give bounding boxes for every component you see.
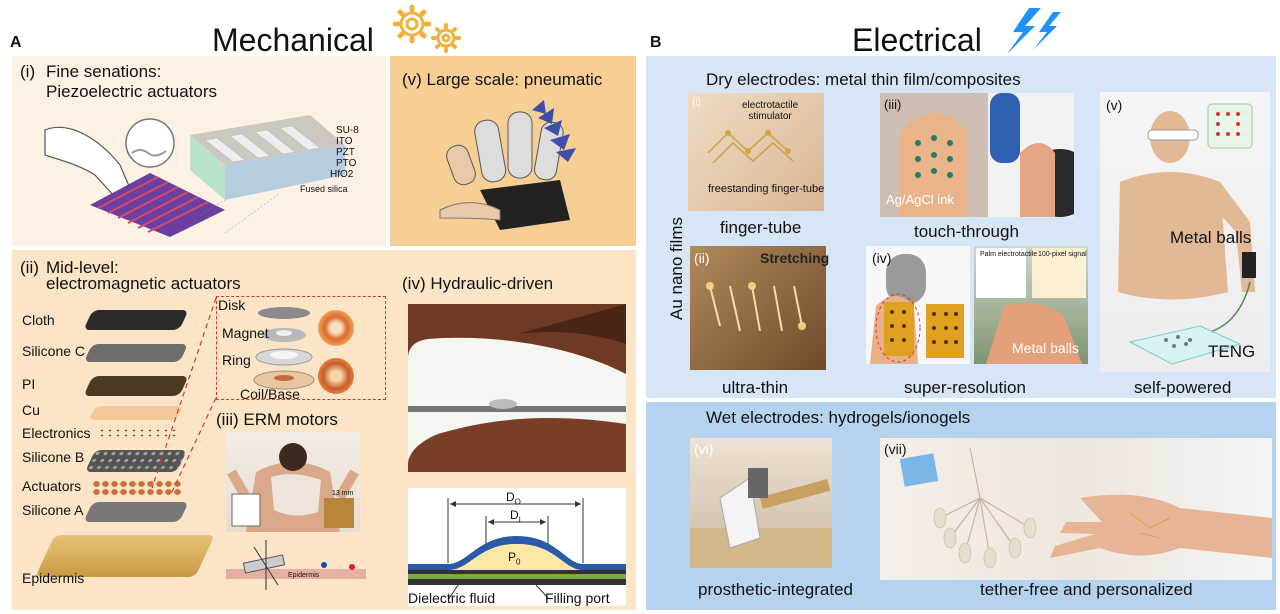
a-ii-roman: (ii): [20, 258, 39, 277]
callout-lines: [151, 297, 217, 493]
erm-back-photo: [226, 432, 360, 532]
panel-b-letter: B: [650, 34, 662, 51]
super-resolution-metal-balls: Metal balls: [1012, 340, 1079, 356]
finger-tube-photo: [688, 93, 824, 211]
self-powered-caption: self-powered: [1134, 378, 1232, 397]
a-iii-title: (iii) ERM motors: [216, 410, 338, 429]
layer-label-silicone-c: Silicone C: [22, 343, 86, 359]
layer-label-epidermis: Epidermis: [22, 570, 85, 586]
ultra-thin-photo: [690, 246, 826, 370]
layer-label-silicone-b: Silicone B: [22, 449, 85, 465]
part-label-coil-base: Coil/Base: [240, 386, 300, 402]
finger-tube-text2: stimulator: [748, 111, 792, 122]
layer-label-silicone-a: Silicone A: [22, 502, 84, 518]
finger-tube-freestanding: freestanding finger-tube: [708, 183, 825, 195]
piezo-actuator-illustration: [44, 115, 345, 237]
layer-label-electronics: Electronics: [22, 425, 91, 441]
panel-a-letter: A: [10, 34, 22, 51]
hydraulic-fluid-label: Dielectric fluid: [408, 590, 496, 606]
gears-icon: [392, 4, 461, 53]
super-resolution-caption: super-resolution: [904, 378, 1026, 397]
layer-label-cloth: Cloth: [22, 312, 55, 328]
erm-force-diagram: [226, 540, 366, 590]
layer-label-actuators: Actuators: [22, 478, 82, 494]
stack-label-pzt: PZT: [336, 147, 355, 158]
actuator-detail-callout: [216, 296, 386, 400]
prosthetic-caption: prosthetic-integrated: [698, 580, 853, 599]
hydraulic-p-letter: P: [508, 550, 517, 564]
layer-label-pi: PI: [22, 376, 36, 392]
ultra-thin-caption: ultra-thin: [722, 378, 789, 397]
stack-label-hfo2: HfO2: [330, 169, 354, 180]
self-powered-photo: [1100, 92, 1270, 372]
a-i-title-line1: Fine senations:: [46, 62, 162, 81]
hydraulic-port-label: Filling port: [545, 590, 610, 606]
stack-label-pto: PTO: [336, 158, 357, 169]
hydraulic-d-inner-letter: D: [510, 508, 519, 522]
hydraulic-photo: [408, 304, 626, 472]
part-label-magnet: Magnet: [222, 325, 269, 341]
tether-free-caption: tether-free and personalized: [980, 580, 1193, 599]
actuator-exploded-illustration: [253, 307, 315, 390]
part-label-ring: Ring: [222, 352, 251, 368]
a-ii-title-line1: Mid-level:: [46, 258, 119, 277]
palm-tag: Palm electrotactile: [980, 251, 1038, 258]
hydraulic-d-inner-sub: I: [518, 515, 521, 525]
dry-header: Dry electrodes: metal thin film/composit…: [706, 70, 1021, 89]
stack-label-ito1: ITO: [336, 136, 353, 147]
pneumatic-glove-illustration: [439, 100, 576, 230]
mechanical-title: Mechanical: [212, 22, 374, 58]
finger-tube-roman: (i): [692, 97, 701, 108]
prosthetic-roman: (vi): [694, 441, 714, 457]
touch-through-roman: (iii): [884, 97, 902, 112]
hydraulic-p-sub: 0: [516, 557, 521, 567]
finger-tube-caption: finger-tube: [720, 218, 802, 237]
part-label-disk: Disk: [218, 297, 246, 313]
wet-header: Wet electrodes: hydrogels/ionogels: [706, 408, 971, 427]
hydraulic-d-inner: DI: [510, 508, 521, 524]
hydraulic-p0: P0: [508, 550, 520, 566]
tether-free-roman: (vii): [884, 441, 907, 457]
stack-label-silica: Fused silica: [300, 184, 348, 194]
pixel-signal-tag: 100-pixel signal: [1038, 251, 1087, 258]
super-resolution-hand-photo: [974, 246, 1088, 364]
a-iv-title: (iv) Hydraulic-driven: [402, 274, 554, 293]
ag-agcl-label: Ag/AgCl ink: [886, 192, 954, 207]
a-v-title: (v) Large scale: pneumatic: [402, 70, 603, 89]
teng-label: TENG: [1208, 342, 1256, 361]
actuator-photo-top: [318, 310, 354, 346]
electrical-title: Electrical: [852, 22, 982, 58]
hydraulic-d-outer-sub: O: [514, 497, 521, 507]
a-i-title-line2: Piezoelectric actuators: [46, 82, 218, 101]
layer-actuators-shape: [92, 480, 182, 496]
touch-through-caption: touch-through: [914, 222, 1019, 241]
tether-free-photo: [880, 438, 1272, 580]
hydraulic-cross-section: [408, 498, 626, 601]
a-i-roman: (i): [20, 62, 36, 81]
stretching-label: Stretching: [760, 250, 830, 266]
finger-tube-text1: electrotactile: [742, 100, 799, 111]
stack-label-su8: SU-8: [336, 125, 359, 136]
au-nano-films-label: Au nano films: [667, 217, 686, 320]
super-resolution-roman: (iv): [872, 250, 892, 266]
layer-label-cu: Cu: [22, 402, 40, 418]
hydraulic-d-outer: DO: [506, 490, 521, 506]
prosthetic-photo: [690, 438, 832, 568]
layer-electronics-shape: [98, 428, 178, 438]
lightning-icon: [1007, 8, 1061, 54]
self-powered-roman: (v): [1106, 97, 1123, 113]
layer-silicone-a-shape: [83, 502, 189, 522]
erm-epidermis-label: Epidermis: [288, 572, 320, 579]
hydraulic-d-outer-letter: D: [506, 490, 515, 504]
a-ii-title-line2: electromagnetic actuators: [46, 274, 241, 293]
actuator-photo-bottom: [318, 358, 354, 394]
super-resolution-device-photo: [866, 246, 970, 364]
erm-scale-label: 13 mm: [332, 490, 354, 497]
touch-through-photo: [880, 93, 1074, 217]
ultra-thin-roman: (ii): [694, 250, 710, 266]
self-powered-metal-balls: Metal balls: [1170, 228, 1252, 247]
